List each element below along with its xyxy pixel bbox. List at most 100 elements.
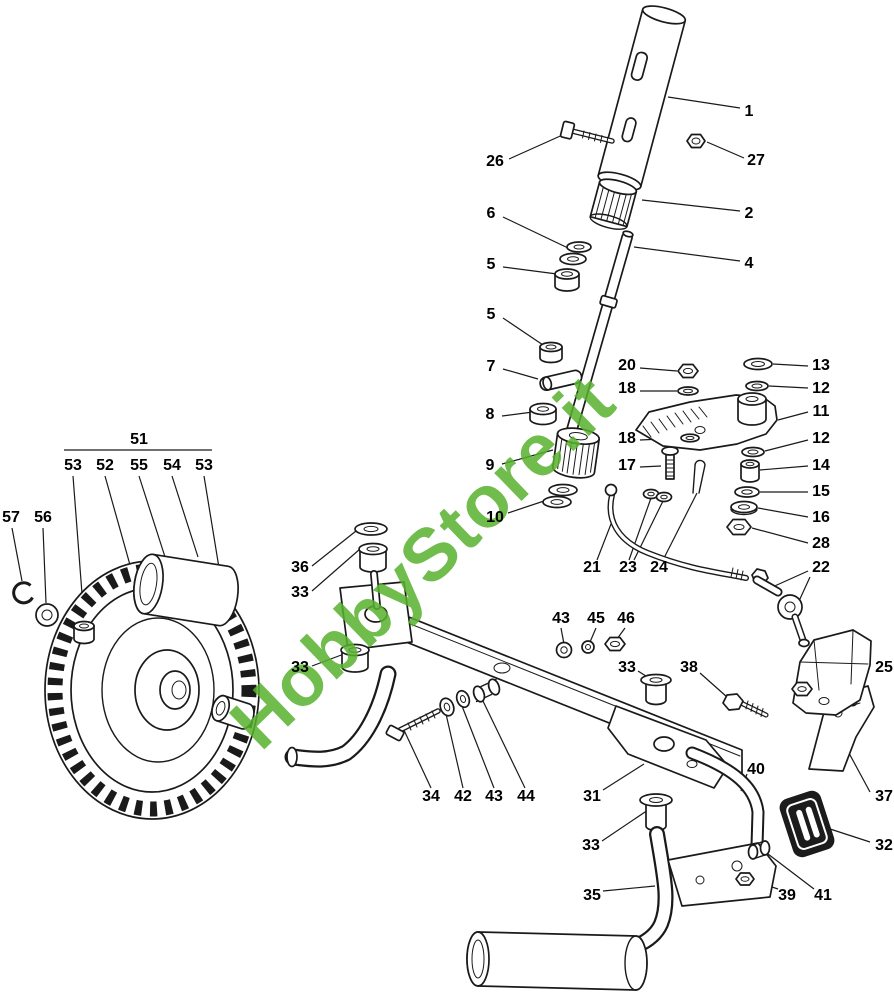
washer-36 (354, 522, 388, 536)
washer-18-upper (677, 386, 699, 396)
washer-16 (730, 500, 758, 516)
washer-42 (439, 697, 455, 717)
steering-sector-gear-11 (635, 392, 778, 451)
washer-45 (581, 640, 595, 654)
part-number-40: 40 (747, 761, 765, 778)
part-number-55: 55 (130, 457, 148, 474)
part-number-43: 43 (552, 610, 570, 627)
left-spindle-shaft (284, 665, 397, 768)
part-number-5: 5 (486, 306, 496, 323)
part-number-54: 54 (163, 457, 181, 474)
washer-56 (35, 603, 59, 627)
part-number-25: 25 (875, 659, 893, 676)
bushing-53 (73, 620, 95, 645)
part-number-38: 38 (680, 659, 698, 676)
bushing-5-lower (539, 341, 563, 364)
part-number-13: 13 (812, 357, 830, 374)
part-number-1: 1 (744, 103, 754, 120)
part-number-18: 18 (618, 430, 636, 447)
bushing-33-right (640, 673, 672, 706)
pin-7 (539, 369, 583, 391)
part-number-53: 53 (195, 457, 213, 474)
hub-bearing-54 (211, 694, 255, 730)
part-number-24: 24 (650, 559, 668, 576)
frame-tube-40 (685, 746, 765, 853)
washer-43-lower (455, 689, 471, 709)
washer-43-upper (555, 641, 573, 659)
cotter-pin-24 (692, 459, 706, 494)
washers-23 (642, 488, 673, 503)
part-number-14: 14 (812, 457, 830, 474)
nut-27 (686, 133, 706, 149)
tie-rod-end-22 (751, 568, 810, 648)
rear-bracket-plate (667, 842, 777, 907)
snap-ring-57 (12, 581, 34, 605)
part-number-20: 20 (618, 357, 636, 374)
cap-washers-10 (542, 483, 578, 509)
part-number-31: 31 (583, 788, 601, 805)
part-number-5: 5 (486, 256, 496, 273)
bushing-5-upper (554, 268, 580, 292)
part-number-34: 34 (422, 788, 440, 805)
part-number-28: 28 (812, 535, 830, 552)
part-number-2: 2 (744, 205, 754, 222)
stud-41 (747, 840, 771, 860)
nut-39 (735, 872, 755, 886)
part-number-35: 35 (583, 887, 601, 904)
part-number-10: 10 (486, 509, 504, 526)
part-number-46: 46 (617, 610, 635, 627)
splined-coupler-9 (551, 427, 601, 479)
bolt-38 (722, 693, 769, 718)
part-number-15: 15 (812, 483, 830, 500)
part-number-12: 12 (812, 430, 830, 447)
part-number-42: 42 (454, 788, 472, 805)
part-number-39: 39 (778, 887, 796, 904)
steering-shaft-splined-2 (589, 178, 638, 230)
nut-46 (604, 636, 626, 652)
part-number-56: 56 (34, 509, 52, 526)
nut-20 (677, 363, 699, 379)
bushing-14 (740, 459, 760, 483)
part-number-51: 51 (130, 431, 148, 448)
front-wheel (44, 560, 260, 820)
part-number-26: 26 (486, 153, 504, 170)
pivot-pin (370, 570, 381, 610)
part-number-33: 33 (618, 659, 636, 676)
nut-28 (726, 518, 752, 536)
part-number-36: 36 (291, 559, 309, 576)
part-number-11: 11 (812, 403, 830, 420)
spacer-44 (472, 678, 501, 703)
part-number-41: 41 (814, 887, 832, 904)
part-number-33: 33 (582, 837, 600, 854)
part-number-27: 27 (747, 152, 765, 169)
part-number-4: 4 (744, 255, 754, 272)
bolt-34 (385, 708, 441, 742)
part-number-23: 23 (619, 559, 637, 576)
washer-15 (734, 486, 760, 498)
part-number-7: 7 (486, 358, 496, 375)
part-number-37: 37 (875, 788, 893, 805)
bushing-33-lower-left (340, 643, 370, 673)
bushing-33-bottom (639, 793, 673, 832)
part-number-33: 33 (291, 659, 309, 676)
part-number-32: 32 (875, 837, 893, 854)
bolt-17 (661, 446, 679, 480)
part-number-53: 53 (64, 457, 82, 474)
drag-link-21 (604, 483, 749, 581)
part-number-33: 33 (291, 584, 309, 601)
part-number-43: 43 (485, 788, 503, 805)
bolt-26 (559, 120, 615, 145)
part-number-18: 18 (618, 380, 636, 397)
steering-column-tube-1 (597, 5, 687, 191)
washer-12-lower (741, 446, 765, 458)
hub-tube-55 (133, 553, 239, 627)
washers-6 (559, 241, 592, 266)
part-number-52: 52 (96, 457, 114, 474)
axle-beam-31 (339, 581, 743, 789)
bracket-25 (791, 629, 872, 716)
spacer-8 (529, 402, 557, 426)
part-number-12: 12 (812, 380, 830, 397)
part-number-8: 8 (485, 406, 495, 423)
